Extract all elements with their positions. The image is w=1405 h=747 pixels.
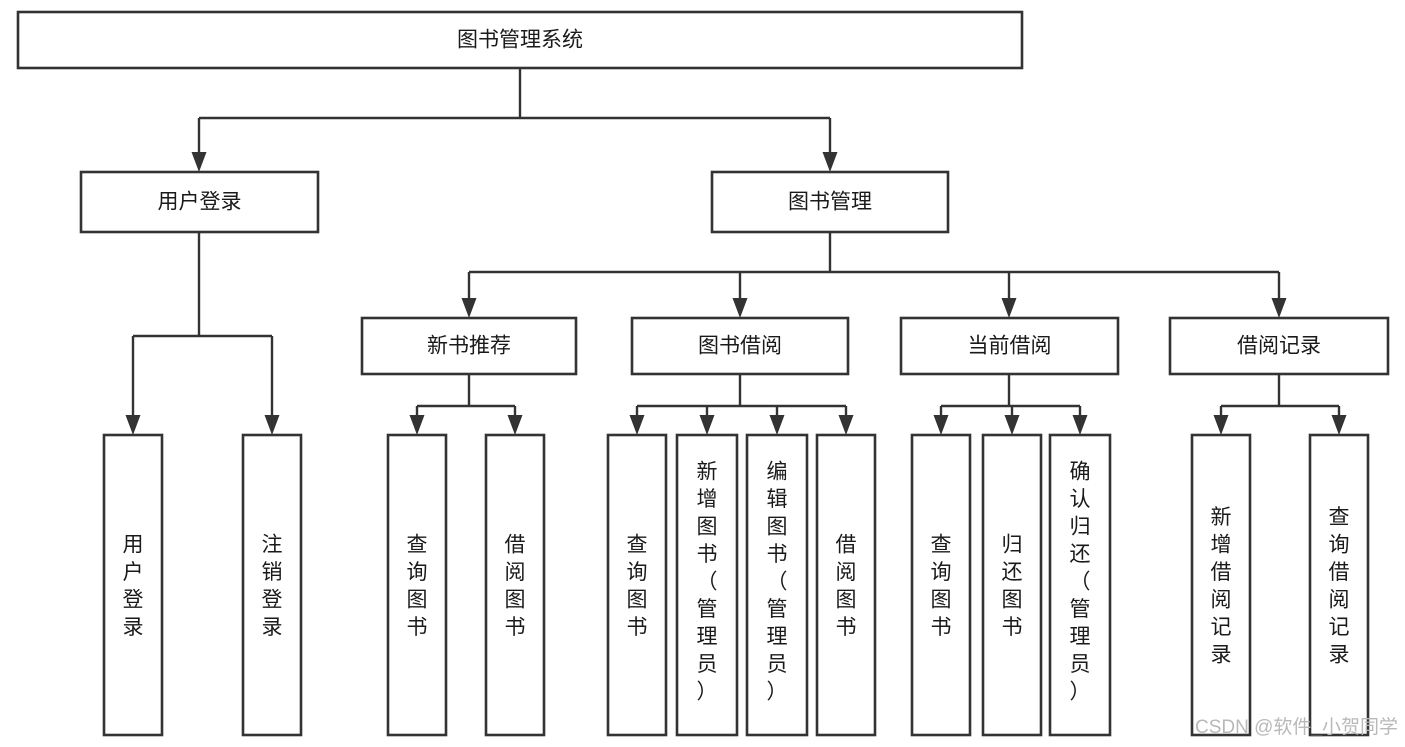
- node-box-leaf-query-record[interactable]: [1308, 433, 1370, 737]
- node-leaf-query-book-2[interactable]: 查询图书: [606, 433, 668, 737]
- node-leaf-add-book[interactable]: 新增图书（管理员）: [675, 433, 739, 737]
- node-leaf-query-book-3[interactable]: 查询图书: [910, 433, 972, 737]
- node-box-leaf-borrow-book-2[interactable]: [815, 433, 877, 737]
- node-box-current-borrow[interactable]: [899, 316, 1120, 376]
- node-current-borrow[interactable]: 当前借阅: [899, 316, 1120, 376]
- connector-book-manage-split: [461, 232, 1287, 318]
- connector-borrow-record-split: [1213, 374, 1347, 435]
- node-label-borrow-record: 借阅记录: [1237, 335, 1321, 358]
- node-box-leaf-edit-book[interactable]: [745, 433, 809, 737]
- connector-user-login-split: [125, 232, 280, 435]
- node-box-leaf-add-record[interactable]: [1190, 433, 1252, 737]
- node-leaf-user-login[interactable]: 用户登录: [102, 433, 164, 737]
- node-box-leaf-query-book-2[interactable]: [606, 433, 668, 737]
- nodes-layer: 图书管理系统用户登录图书管理新书推荐图书借阅当前借阅借阅记录用户登录注销登录查询…: [16, 10, 1390, 737]
- csdn-watermark: CSDN @软件_小贺同学: [1195, 716, 1398, 738]
- node-box-leaf-borrow-book-1[interactable]: [484, 433, 546, 737]
- node-box-book-manage[interactable]: [710, 170, 950, 234]
- node-root[interactable]: 图书管理系统: [16, 10, 1024, 70]
- node-label-book-borrow: 图书借阅: [698, 335, 782, 358]
- connector-book-borrow-split: [629, 374, 854, 435]
- node-box-leaf-add-book[interactable]: [675, 433, 739, 737]
- node-leaf-logout[interactable]: 注销登录: [241, 433, 303, 737]
- node-box-book-borrow[interactable]: [630, 316, 850, 376]
- node-leaf-query-record[interactable]: 查询借阅记录: [1308, 433, 1370, 737]
- node-box-leaf-query-book-1[interactable]: [386, 433, 448, 737]
- node-leaf-query-book-1[interactable]: 查询图书: [386, 433, 448, 737]
- connector-current-borrow-split: [933, 374, 1088, 435]
- node-label-leaf-user-login: 用户登录: [123, 533, 144, 639]
- node-box-leaf-query-book-3[interactable]: [910, 433, 972, 737]
- node-label-leaf-confirm-return: 确认归还（管理员）: [1070, 460, 1091, 703]
- node-box-borrow-record[interactable]: [1168, 316, 1390, 376]
- node-book-manage[interactable]: 图书管理: [710, 170, 950, 234]
- node-label-new-book-rec: 新书推荐: [427, 335, 511, 358]
- node-leaf-add-record[interactable]: 新增借阅记录: [1190, 433, 1252, 737]
- node-label-leaf-return-book: 归还图书: [1002, 533, 1023, 639]
- node-label-leaf-add-book: 新增图书（管理员）: [697, 460, 718, 703]
- node-label-leaf-edit-book: 编辑图书（管理员）: [767, 460, 788, 703]
- node-book-borrow[interactable]: 图书借阅: [630, 316, 850, 376]
- node-label-root: 图书管理系统: [457, 29, 583, 52]
- connectors-layer: [125, 68, 1347, 435]
- node-label-book-manage: 图书管理: [788, 191, 872, 214]
- node-leaf-borrow-book-2[interactable]: 借阅图书: [815, 433, 877, 737]
- node-box-leaf-confirm-return[interactable]: [1048, 433, 1112, 737]
- node-box-leaf-user-login[interactable]: [102, 433, 164, 737]
- node-box-leaf-logout[interactable]: [241, 433, 303, 737]
- node-label-leaf-query-book-1: 查询图书: [407, 533, 428, 639]
- node-label-leaf-query-record: 查询借阅记录: [1329, 506, 1350, 667]
- connector-root-split: [191, 68, 838, 172]
- node-box-leaf-return-book[interactable]: [981, 433, 1043, 737]
- node-label-leaf-borrow-book-2: 借阅图书: [836, 533, 857, 639]
- node-leaf-edit-book[interactable]: 编辑图书（管理员）: [745, 433, 809, 737]
- node-box-user-login[interactable]: [79, 170, 320, 234]
- node-borrow-record[interactable]: 借阅记录: [1168, 316, 1390, 376]
- node-label-current-borrow: 当前借阅: [968, 335, 1052, 358]
- node-label-user-login: 用户登录: [158, 191, 242, 214]
- node-new-book-rec[interactable]: 新书推荐: [360, 316, 578, 376]
- node-leaf-confirm-return[interactable]: 确认归还（管理员）: [1048, 433, 1112, 737]
- node-label-leaf-add-record: 新增借阅记录: [1211, 506, 1232, 667]
- node-label-leaf-logout: 注销登录: [262, 533, 283, 639]
- node-user-login[interactable]: 用户登录: [79, 170, 320, 234]
- node-leaf-return-book[interactable]: 归还图书: [981, 433, 1043, 737]
- node-box-root[interactable]: [16, 10, 1024, 70]
- node-label-leaf-query-book-2: 查询图书: [627, 533, 648, 639]
- node-leaf-borrow-book-1[interactable]: 借阅图书: [484, 433, 546, 737]
- connector-new-book-rec-split: [409, 374, 523, 435]
- node-label-leaf-query-book-3: 查询图书: [931, 533, 952, 639]
- node-label-leaf-borrow-book-1: 借阅图书: [505, 533, 526, 639]
- node-box-new-book-rec[interactable]: [360, 316, 578, 376]
